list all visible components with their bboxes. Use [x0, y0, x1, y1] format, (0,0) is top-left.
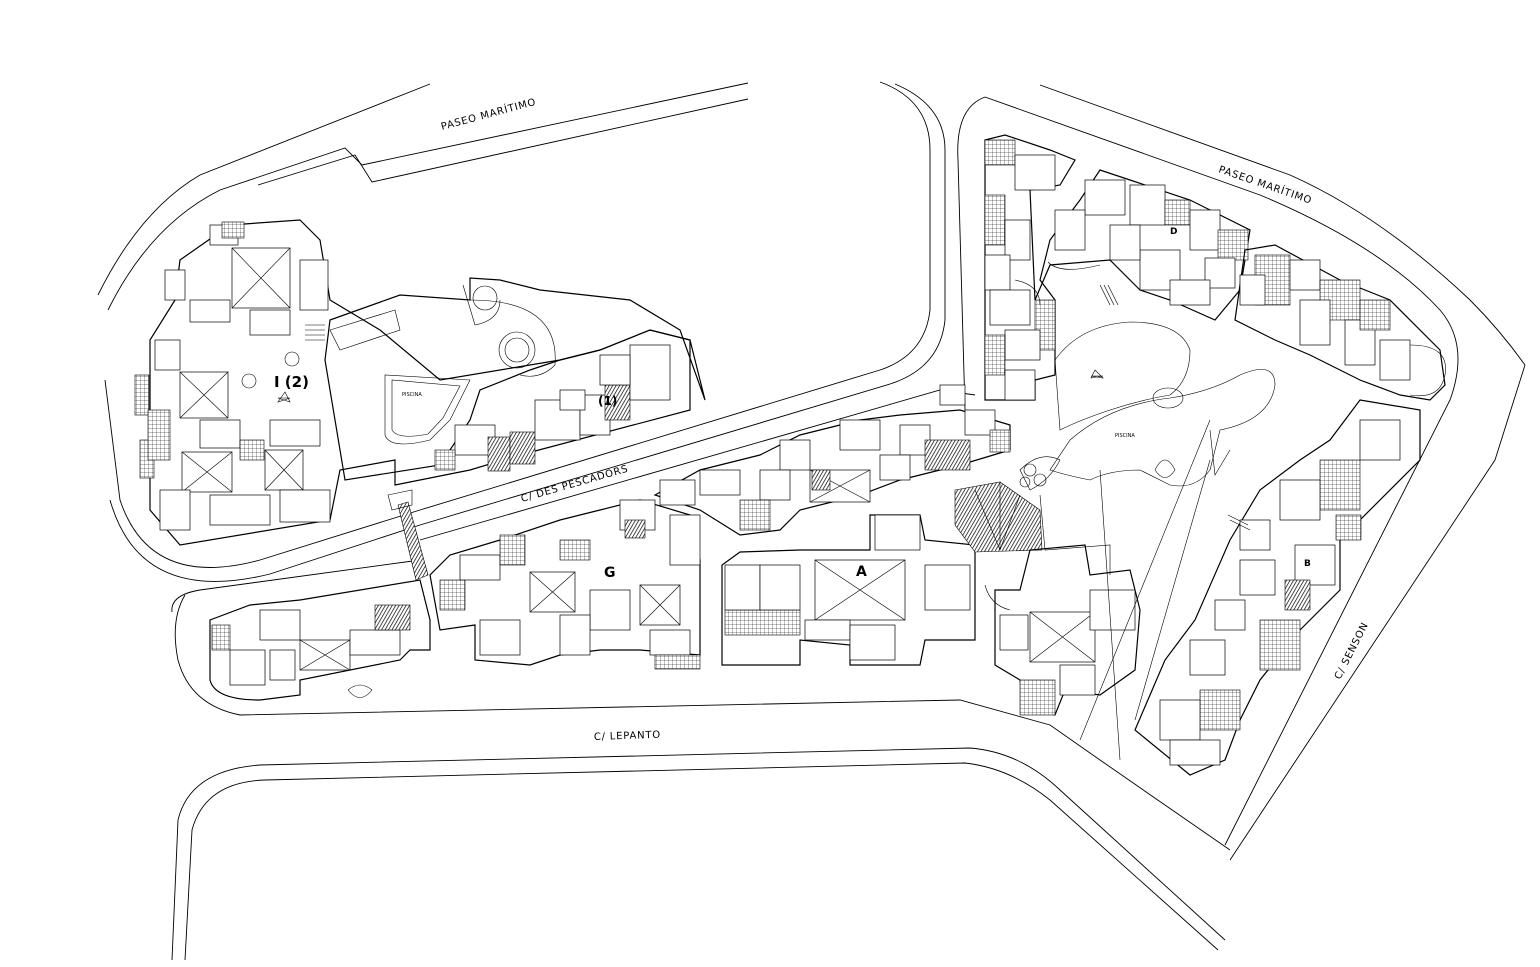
block-label-i1: (1): [598, 394, 617, 408]
pool-label-west: PISCINA: [402, 392, 422, 398]
block-label-b: B: [1304, 559, 1311, 569]
block-label-d: D: [1170, 227, 1177, 237]
street-label-senson: C/ SENSON: [1333, 621, 1371, 682]
street-label-paseo-maritimo-west: PASEO MARÍTIMO: [439, 95, 537, 133]
block-label-i2: I (2): [274, 373, 309, 391]
block-middle-row: [653, 384, 1011, 536]
block-d-complex: [984, 134, 1251, 401]
east-garden: [1019, 321, 1276, 761]
street-label-lepanto: C/ LEPANTO: [594, 730, 661, 743]
bridge: [387, 489, 429, 581]
pool-label-east: PISCINA: [1115, 433, 1135, 439]
block-b-complex: [1134, 244, 1446, 776]
block-i-complex: [134, 219, 706, 546]
block-south-row: [209, 481, 1141, 716]
pool-labels: PISCINA PISCINA: [402, 392, 1135, 439]
block-labels: I (2) (1) G A D B: [274, 227, 1311, 581]
block-label-a: A: [856, 564, 867, 580]
block-label-g: G: [604, 565, 616, 581]
